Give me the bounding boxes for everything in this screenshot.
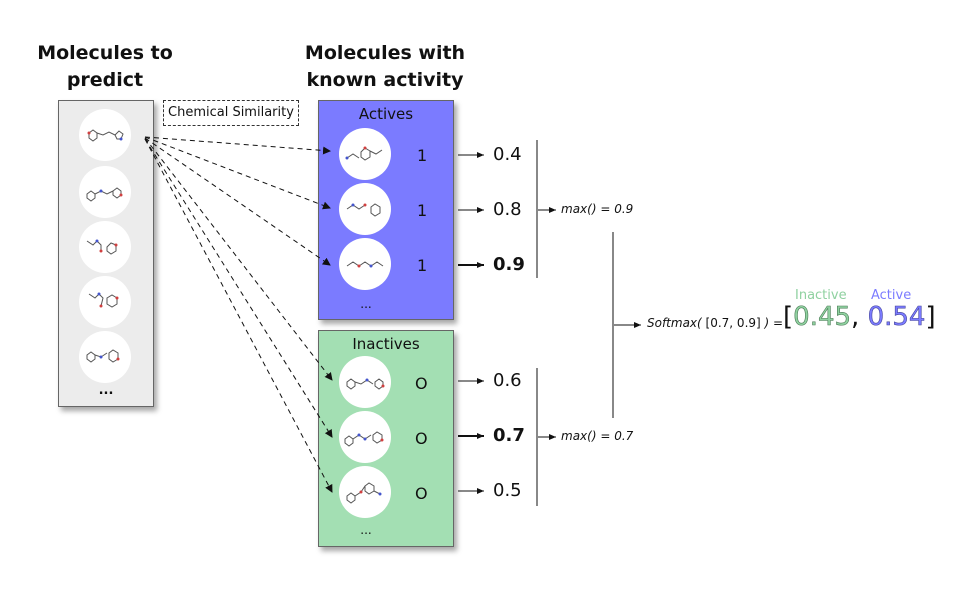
- actives-panel: Actives ... 1 1 1: [318, 100, 454, 320]
- active-label: 1: [417, 146, 428, 165]
- comma: ,: [851, 302, 860, 332]
- chemical-similarity-label: Chemical Similarity: [163, 100, 299, 126]
- active-label: 1: [417, 256, 428, 275]
- inactive-score-max: 0.7: [493, 425, 525, 446]
- heading-line: Molecules with: [304, 42, 466, 64]
- inactive-label: O: [415, 374, 428, 393]
- active-score: 0.8: [493, 199, 522, 220]
- inactive-score: 0.5: [493, 480, 522, 501]
- heading-line: Molecules to: [37, 42, 173, 64]
- dashed-arrow: [144, 137, 331, 266]
- molecule-icon: [79, 166, 131, 218]
- molecule-icon: [79, 221, 131, 273]
- inactive-score: 0.6: [493, 370, 522, 391]
- close-bracket: ]: [925, 302, 936, 332]
- ellipsis: ...: [360, 523, 372, 537]
- similarity-arrows: [144, 136, 333, 493]
- molecule-icon: [79, 331, 131, 383]
- active-class-label: Active: [871, 288, 912, 303]
- molecule-icon: [339, 411, 391, 463]
- predict-panel: ...: [58, 100, 154, 407]
- molecule-icon: [339, 356, 391, 408]
- ellipsis: ...: [98, 383, 114, 398]
- molecule-icon: [79, 276, 131, 328]
- inactive-label: O: [415, 429, 428, 448]
- molecule-icon: [339, 466, 391, 518]
- actives-title: Actives: [358, 105, 414, 123]
- molecule-icon: [339, 183, 391, 235]
- inactives-panel: Inactives ... O O O: [318, 330, 454, 547]
- inactive-label: O: [415, 484, 428, 503]
- active-label: 1: [417, 201, 428, 220]
- active-score: 0.4: [493, 144, 522, 165]
- softmax-prefix: Softmax(: [647, 316, 702, 330]
- ellipsis: ...: [360, 297, 372, 311]
- heading-line: known activity: [306, 69, 464, 91]
- dashed-arrow: [144, 136, 331, 210]
- softmax-args: [0.7, 0.9]: [701, 316, 765, 330]
- molecule-icon: [339, 128, 391, 180]
- molecule-icon: [79, 109, 131, 161]
- inactive-probability: 0.45: [793, 302, 852, 333]
- heading-molecules-to-predict: Molecules to predict: [25, 40, 185, 94]
- dashed-arrow: [144, 137, 333, 381]
- score-arrows: [458, 152, 484, 494]
- dashed-arrow: [144, 138, 333, 493]
- active-score-max: 0.9: [493, 254, 525, 275]
- dashed-arrow: [144, 138, 333, 438]
- active-probability: 0.54: [867, 302, 926, 333]
- heading-known-activity: Molecules with known activity: [290, 40, 480, 94]
- heading-line: predict: [66, 69, 144, 91]
- inactives-max-text: max() = 0.7: [561, 429, 634, 443]
- open-bracket: [: [783, 302, 794, 332]
- softmax-suffix: ) =: [764, 316, 784, 330]
- inactive-class-label: Inactive: [795, 288, 847, 303]
- actives-max-text: max() = 0.9: [561, 202, 634, 216]
- softmax-result: [0.45, 0.54]: [783, 300, 936, 334]
- softmax-expression: Softmax( [0.7, 0.9] ) =: [647, 316, 783, 330]
- molecule-icon: [339, 238, 391, 290]
- inactives-title: Inactives: [352, 335, 420, 353]
- dashed-arrow: [144, 136, 331, 155]
